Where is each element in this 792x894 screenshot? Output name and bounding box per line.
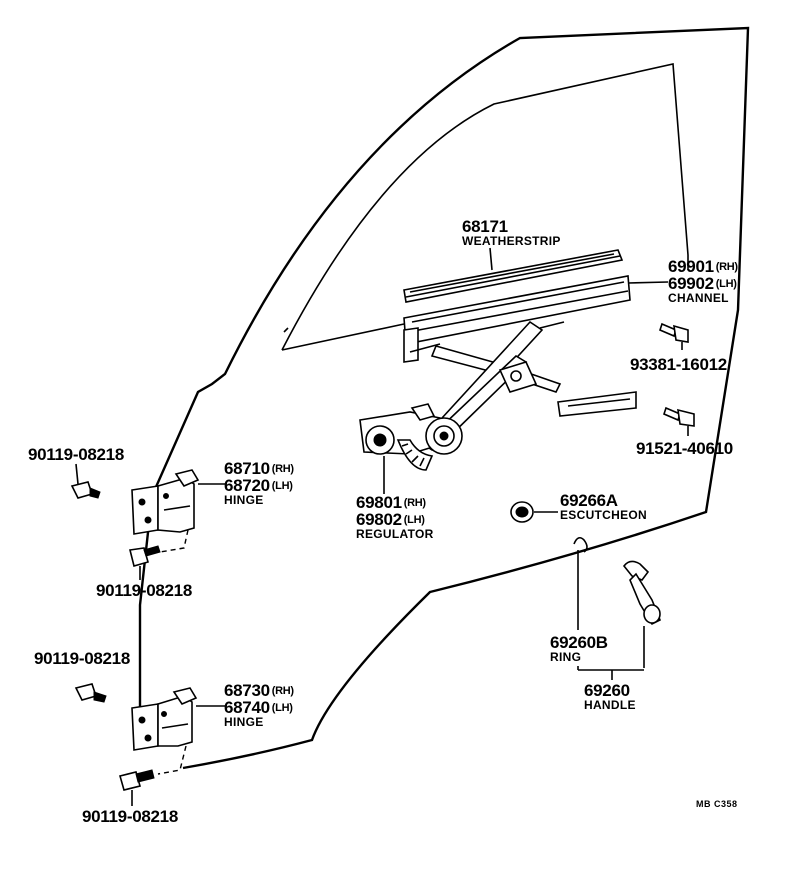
bolt-93381-part: [659, 322, 689, 343]
channel-label: 69901(RH) 69902(LH) CHANNEL: [668, 257, 738, 305]
ring-label: 69260B RING: [550, 633, 608, 664]
handle-label: 69260 HANDLE: [584, 681, 636, 712]
bolt-lower-below-label: 90119-08218: [82, 807, 178, 826]
regulator-part: [359, 320, 637, 471]
bolt-93381-label: 93381-16012: [630, 355, 727, 374]
upper-hinge-part: [131, 469, 200, 535]
bolt-upper-below-part: [129, 545, 161, 567]
upper-hinge-label: 68710(RH) 68720(LH) HINGE: [224, 459, 294, 507]
handle-part: [622, 560, 662, 626]
escutcheon-part: [510, 501, 534, 523]
diagram-code: MB C358: [696, 799, 738, 809]
weatherstrip-label: 68171 WEATHERSTRIP: [462, 217, 561, 248]
bolt-91521-label: 91521-40610: [636, 439, 733, 458]
weatherstrip-part: [403, 249, 624, 303]
regulator-label: 69801(RH) 69802(LH) REGULATOR: [356, 493, 434, 541]
bolt-upper-below-label: 90119-08218: [96, 581, 192, 600]
ring-part: [573, 536, 588, 553]
lower-hinge-label: 68730(RH) 68740(LH) HINGE: [224, 681, 294, 729]
lower-hinge-part: [131, 687, 198, 751]
bolt-91521-part: [663, 406, 695, 427]
bolt-lower-left-label: 90119-08218: [34, 649, 130, 668]
bolt-upper-left-part: [70, 481, 101, 499]
window-frame: [281, 63, 689, 351]
bolt-upper-left-label: 90119-08218: [28, 445, 124, 464]
escutcheon-label: 69266A ESCUTCHEON: [560, 491, 648, 522]
bolt-lower-below-part: [119, 769, 155, 791]
bolt-lower-left-part: [74, 683, 107, 703]
channel-part: [403, 275, 631, 363]
door-outline: [150, 26, 750, 770]
